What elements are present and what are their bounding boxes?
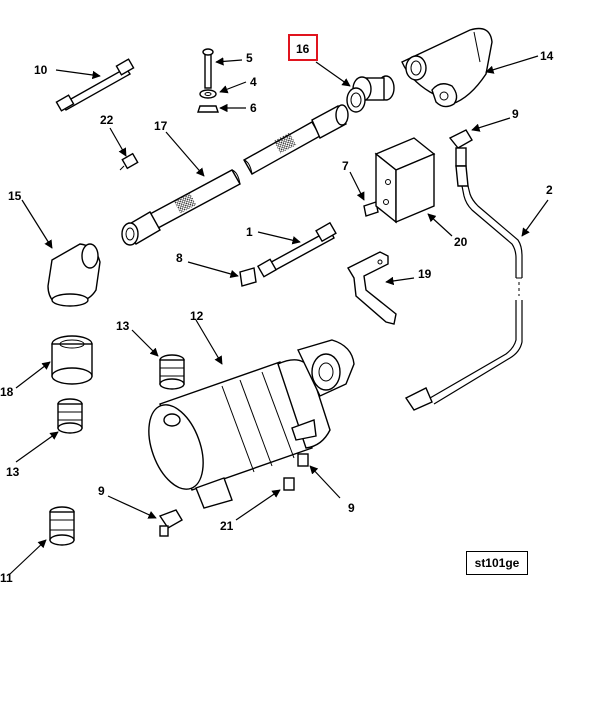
part-9-fitting-lower (297, 453, 309, 467)
part-22-fitting (119, 152, 139, 171)
callout-10: 10 (34, 63, 48, 77)
callout-7: 7 (342, 159, 349, 173)
part-9-fitting-top (448, 129, 473, 187)
part-21-bolt (283, 477, 295, 491)
part-18-coupling (51, 335, 93, 385)
part-6-nut (197, 105, 219, 113)
part-4-washer (199, 89, 217, 99)
callout-21: 21 (220, 519, 234, 533)
callout-1: 1 (246, 225, 253, 239)
callout-11: 11 (0, 571, 13, 585)
callout-13-upper: 13 (116, 319, 130, 333)
callout-labels: 1 2 4 5 6 7 8 9 9 9 10 11 12 13 13 14 15… (0, 42, 554, 585)
callout-19: 19 (418, 267, 432, 281)
leader-lines (9, 55, 549, 575)
callout-9-top: 9 (512, 107, 519, 121)
callout-17: 17 (154, 119, 168, 133)
part-7-fitting (363, 201, 379, 217)
part-20-box (374, 137, 436, 224)
callout-16: 16 (296, 42, 310, 56)
part-9-fitting-bottom (158, 509, 183, 537)
part-1-small-hose (256, 221, 337, 278)
part-12-canister (148, 339, 355, 509)
part-13-nipple-left (57, 398, 83, 434)
callout-8: 8 (176, 251, 183, 265)
callout-12: 12 (190, 309, 204, 323)
reference-code-box: st101ge (466, 551, 528, 575)
part-17-hose (121, 104, 349, 246)
part-5-bolt (202, 48, 214, 89)
part-8-fitting (239, 267, 257, 287)
callout-6: 6 (250, 101, 257, 115)
callout-5: 5 (246, 51, 253, 65)
part-14-intake-elbow (401, 27, 493, 108)
callout-13-left: 13 (6, 465, 20, 479)
part-11-nipple (49, 506, 75, 546)
callout-4: 4 (250, 75, 257, 89)
callout-18: 18 (0, 385, 14, 399)
part-16-fitting (346, 75, 395, 113)
callout-9-bottom: 9 (98, 484, 105, 498)
part-15-elbow (47, 243, 101, 307)
callout-20: 20 (454, 235, 468, 249)
callout-14: 14 (540, 49, 554, 63)
part-13-nipple-upper (159, 354, 185, 390)
highlight-box (288, 34, 318, 61)
part-2-tube (404, 185, 523, 411)
reference-code: st101ge (474, 556, 520, 570)
callout-15: 15 (8, 189, 22, 203)
part-19-bracket (347, 251, 397, 325)
callout-22: 22 (100, 113, 114, 127)
callout-2: 2 (546, 183, 553, 197)
callout-9-lower: 9 (348, 501, 355, 515)
part-10-small-hose (55, 58, 135, 112)
